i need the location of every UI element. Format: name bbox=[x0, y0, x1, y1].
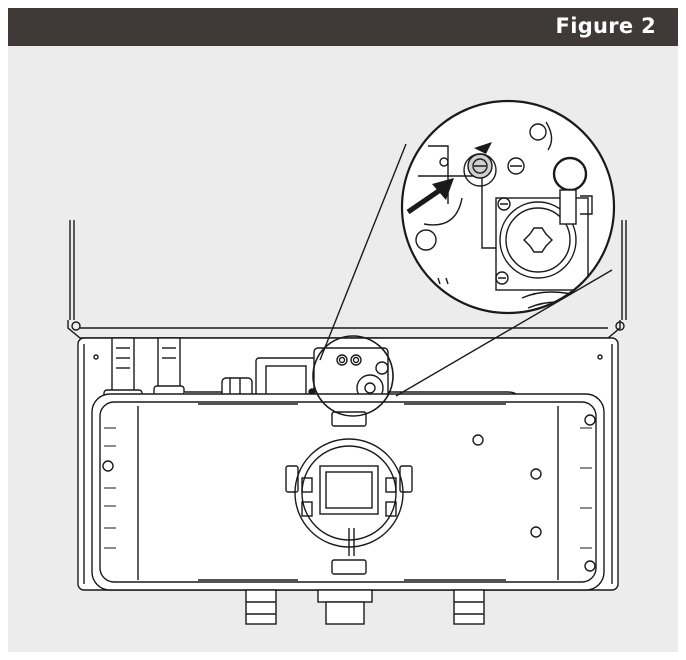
figure-title: Figure 2 bbox=[555, 14, 656, 38]
figure-panel: Figure 2 bbox=[8, 8, 678, 652]
rotation-arrow-icon bbox=[474, 142, 492, 154]
magnifier-lines bbox=[319, 143, 613, 397]
figure-header: Figure 2 bbox=[8, 8, 678, 46]
front-cover bbox=[91, 393, 605, 591]
detail-source-circle bbox=[312, 335, 394, 417]
bottom-fittings bbox=[245, 589, 485, 625]
pointer-arrow-icon bbox=[406, 178, 454, 215]
zoomed-detail bbox=[400, 99, 616, 315]
technical-drawing bbox=[67, 99, 627, 625]
